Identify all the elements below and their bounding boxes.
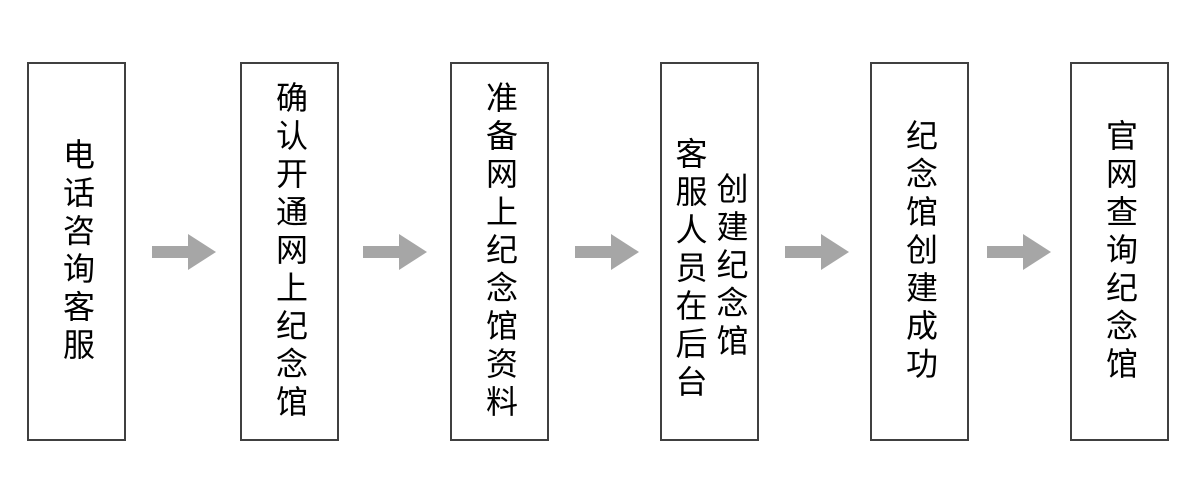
flow-node-confirm-open-online-memorial-hall[interactable]: 确认开通网上纪念馆 xyxy=(240,62,339,441)
flow-node-phone-consult-customer-service[interactable]: 电话咨询客服 xyxy=(27,62,126,441)
flow-node-staff-creates-memorial-hall-in-backend[interactable]: 创建纪念馆 客服人员在后台 xyxy=(660,62,759,441)
arrow-right-icon xyxy=(785,232,849,272)
flow-node-label-secondary: 创建纪念馆 xyxy=(711,172,750,362)
flow-node-label: 确认开通网上纪念馆 xyxy=(270,80,309,423)
arrow-right-icon xyxy=(363,232,427,272)
arrow-right-icon xyxy=(152,232,216,272)
flow-node-query-memorial-hall-on-official-site[interactable]: 官网查询纪念馆 xyxy=(1070,62,1169,441)
arrow-right-icon xyxy=(575,232,639,272)
flow-node-label: 纪念馆创建成功 xyxy=(900,118,939,385)
arrow-right-icon xyxy=(987,232,1051,272)
flow-node-label: 官网查询纪念馆 xyxy=(1100,118,1139,385)
flow-node-label: 准备网上纪念馆资料 xyxy=(480,80,519,423)
flow-node-memorial-hall-created-successfully[interactable]: 纪念馆创建成功 xyxy=(870,62,969,441)
flow-node-label: 电话咨询客服 xyxy=(57,137,96,366)
flow-node-prepare-online-memorial-hall-materials[interactable]: 准备网上纪念馆资料 xyxy=(450,62,549,441)
flow-node-label: 客服人员在后台 xyxy=(670,137,709,403)
